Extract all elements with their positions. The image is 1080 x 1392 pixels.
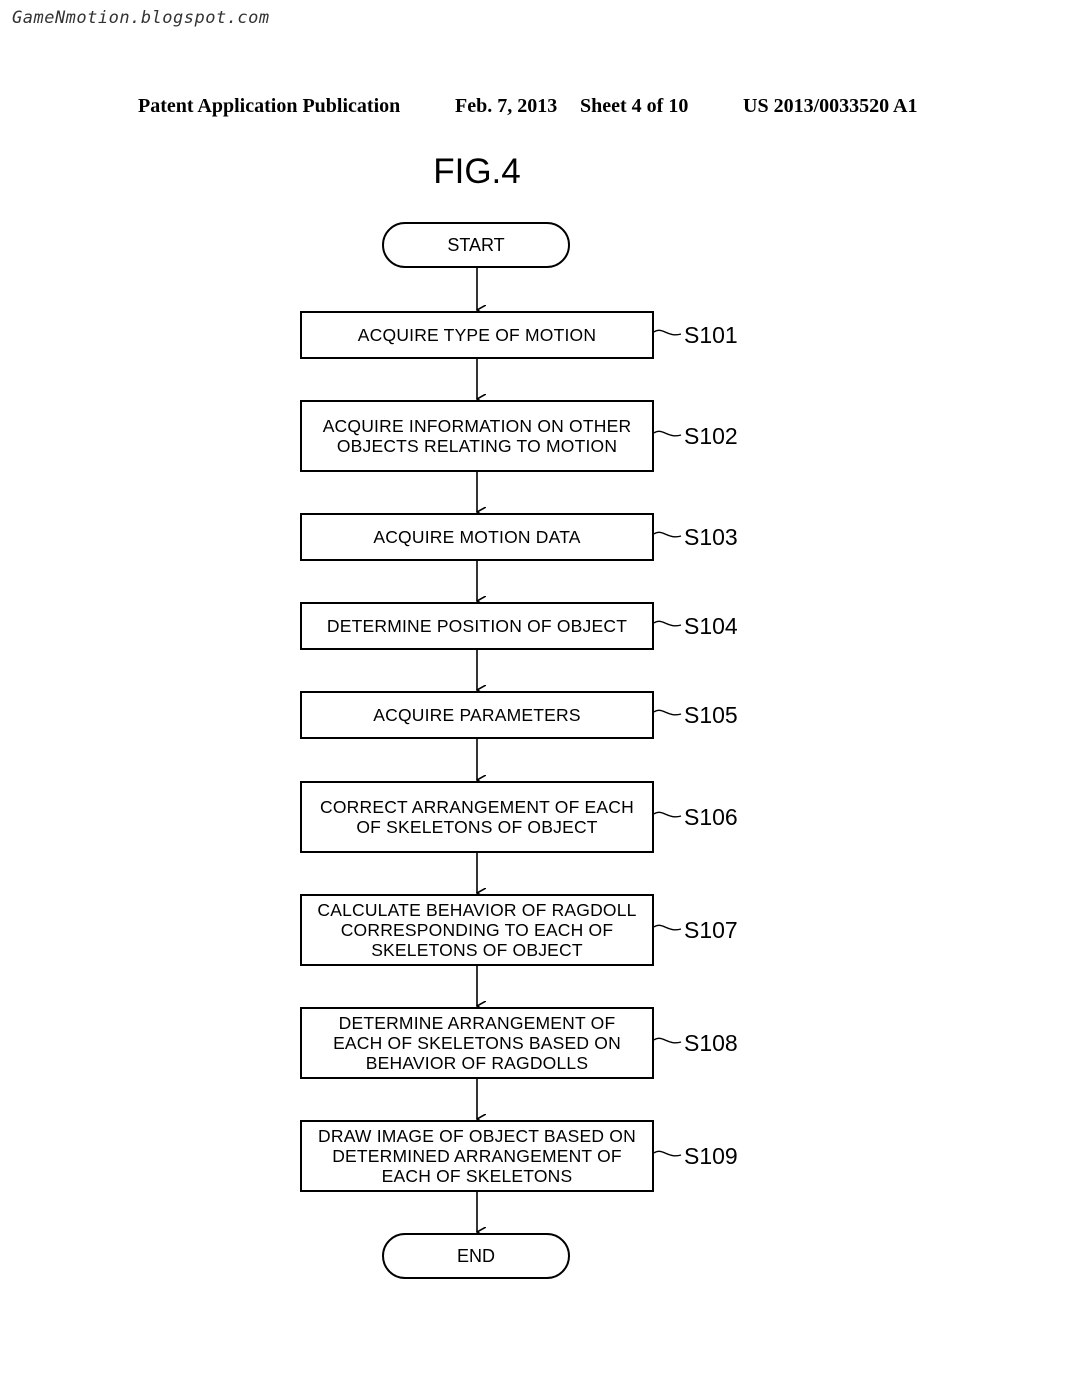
step-box-s106: CORRECT ARRANGEMENT OF EACH OF SKELETONS… [300,781,654,853]
step-id-s101: S101 [684,322,738,348]
patent-number: US 2013/0033520 A1 [743,95,918,117]
step-leader-line [653,709,682,716]
end-terminal: END [382,1233,570,1279]
step-leader-line [653,1037,682,1044]
step-box-s108: DETERMINE ARRANGEMENT OF EACH OF SKELETO… [300,1007,654,1079]
step-id-s107: S107 [684,917,738,943]
publication-label: Patent Application Publication [138,95,401,117]
step-id-s109: S109 [684,1143,738,1169]
step-leader-line [653,329,682,336]
watermark-text: GameNmotion.blogspot.com [12,8,270,28]
step-box-s103: ACQUIRE MOTION DATA [300,513,654,561]
step-leader-line [653,924,682,931]
step-leader-line [653,620,682,627]
step-box-s102: ACQUIRE INFORMATION ON OTHER OBJECTS REL… [300,400,654,472]
step-id-s105: S105 [684,702,738,728]
step-leader-line [653,531,682,538]
step-id-s106: S106 [684,804,738,830]
step-id-s102: S102 [684,423,738,449]
publication-date: Feb. 7, 2013 [455,95,558,117]
start-terminal: START [382,222,570,268]
step-leader-line [653,811,682,818]
step-leader-line [653,430,682,437]
step-box-s104: DETERMINE POSITION OF OBJECT [300,602,654,650]
step-id-s104: S104 [684,613,738,639]
step-box-s101: ACQUIRE TYPE OF MOTION [300,311,654,359]
figure-title: FIG.4 [433,152,521,191]
sheet-number: Sheet 4 of 10 [580,95,689,117]
step-id-s103: S103 [684,524,738,550]
step-box-s105: ACQUIRE PARAMETERS [300,691,654,739]
step-leader-line [653,1150,682,1157]
step-id-s108: S108 [684,1030,738,1056]
step-box-s109: DRAW IMAGE OF OBJECT BASED ON DETERMINED… [300,1120,654,1192]
step-box-s107: CALCULATE BEHAVIOR OF RAGDOLL CORRESPOND… [300,894,654,966]
